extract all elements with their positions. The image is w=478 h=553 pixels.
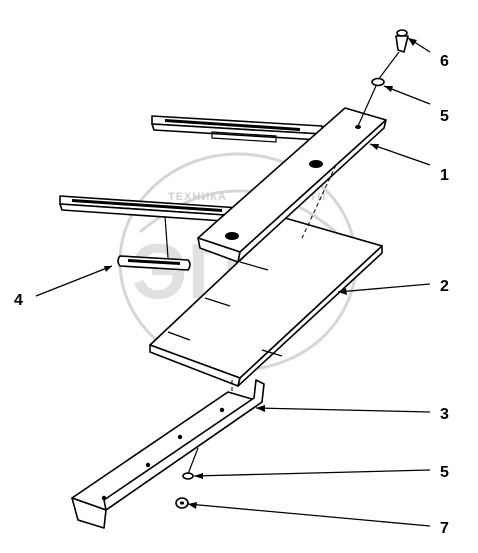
leader-5-bottom xyxy=(193,469,431,477)
bolt-part-6 xyxy=(377,29,409,81)
leader-lines xyxy=(35,37,431,527)
plate-mark-4 xyxy=(261,349,283,357)
callout-6: 6 xyxy=(440,53,449,70)
callout-1: 1 xyxy=(440,167,449,184)
leader-4 xyxy=(35,265,113,297)
guard-hole-3 xyxy=(177,434,183,440)
knife-bar-right-edge xyxy=(237,119,387,263)
callout-5-top: 5 xyxy=(440,108,449,125)
knife-bar-bolt-1 xyxy=(225,232,239,240)
arrowhead-6 xyxy=(408,38,417,46)
leader-2 xyxy=(337,283,431,293)
clamp-part-4 xyxy=(117,255,191,271)
bracket-upper xyxy=(151,115,323,143)
washer-bottom-axis xyxy=(187,447,199,475)
plate-mark-1 xyxy=(167,331,191,341)
plate-mark-3 xyxy=(239,261,269,271)
plate-mark-2 xyxy=(204,297,231,307)
bracket-lower-post xyxy=(164,215,169,259)
arrowhead-4 xyxy=(104,266,112,272)
guard-end-face xyxy=(71,497,107,529)
clamp-slot xyxy=(128,259,180,265)
knife-bar-hole xyxy=(355,125,361,129)
guard-top-face xyxy=(71,391,263,511)
callout-2: 2 xyxy=(440,278,449,295)
bolt-axis xyxy=(377,51,400,81)
leader-3 xyxy=(255,407,431,413)
leader-1 xyxy=(369,143,431,166)
bolt-shank xyxy=(395,35,409,53)
callout-3: 3 xyxy=(440,406,449,423)
nut-part-7 xyxy=(175,497,189,509)
arrowhead-5-top xyxy=(384,86,393,92)
arrowhead-7 xyxy=(188,502,197,509)
nut-bore xyxy=(180,501,184,505)
guard-hole-2 xyxy=(145,462,151,468)
knife-bar-part-1 xyxy=(197,107,387,263)
bracket-lower xyxy=(59,195,241,259)
bolt-head xyxy=(396,29,408,37)
knife-bar-bolt-2 xyxy=(309,160,323,168)
callout-7: 7 xyxy=(440,520,449,537)
plate-right-edge xyxy=(237,245,383,387)
leader-7 xyxy=(187,503,431,527)
guard-part-3 xyxy=(71,379,265,529)
arrowhead-5-bottom xyxy=(194,473,203,479)
guard-hole-1 xyxy=(101,495,107,501)
guard-hole-4 xyxy=(219,407,225,413)
washer-top-axis xyxy=(357,85,377,127)
arrowhead-2 xyxy=(338,288,347,295)
arrowhead-1 xyxy=(370,144,379,150)
bracket-upper-foot xyxy=(211,131,277,143)
callout-labels: 6 5 1 2 4 3 5 7 xyxy=(14,53,449,537)
washer-part-5-bottom xyxy=(182,447,199,480)
callout-4: 4 xyxy=(14,292,23,309)
plate-part-2 xyxy=(149,217,383,387)
washer-part-5-top xyxy=(357,77,385,127)
bracket-upper-slot xyxy=(165,119,300,131)
watermark-text-left: ТЕХНИКА xyxy=(168,191,227,203)
washer-top-ring xyxy=(371,77,385,87)
bracket-lower-slot xyxy=(72,199,222,212)
callout-5-bottom: 5 xyxy=(440,464,449,481)
arrowhead-3 xyxy=(256,405,265,412)
